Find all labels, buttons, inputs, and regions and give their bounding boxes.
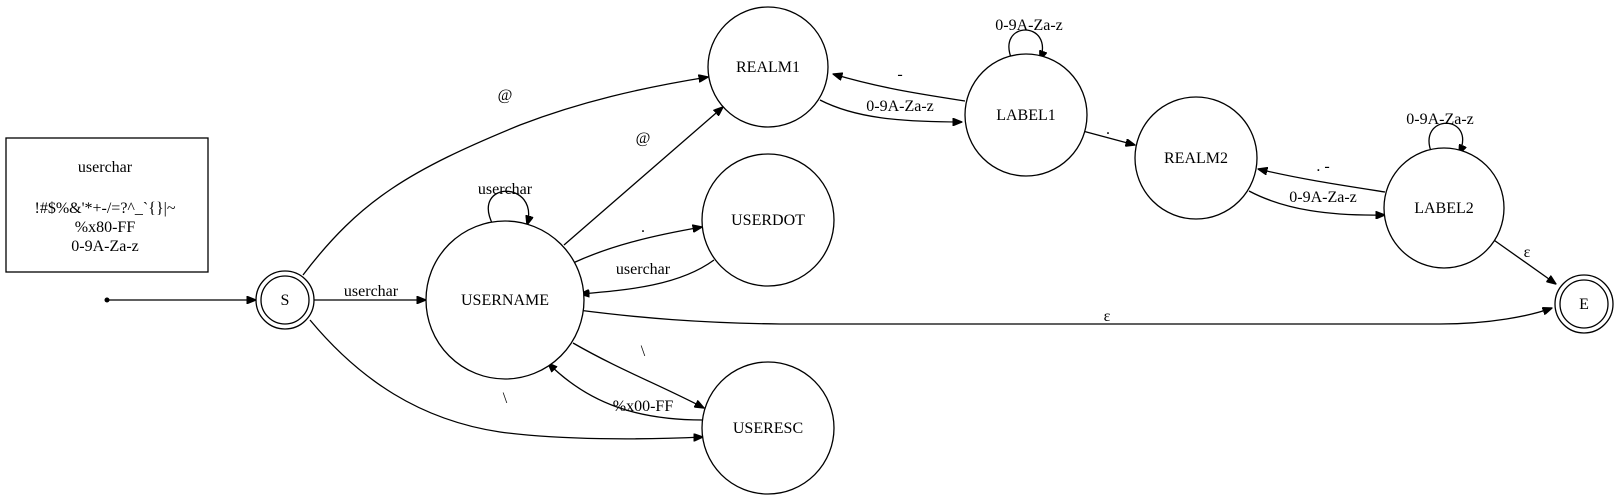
legend-line-3: 0-9A-Za-z <box>71 238 139 255</box>
edge-label-username-to-useresc: \ <box>641 343 646 360</box>
edge-label-s-to-username: userchar <box>344 283 399 300</box>
edge-realm1-to-label1 <box>819 99 962 122</box>
state-realm1-label: REALM1 <box>736 59 800 76</box>
state-e: E <box>1554 274 1614 334</box>
edge-label-label1-to-realm2: . <box>1106 121 1110 138</box>
state-label1: LABEL1 <box>964 53 1088 177</box>
state-useresc: USERESC <box>701 361 835 495</box>
edge-label-username-to-realm1: @ <box>636 130 651 147</box>
edge-label-label2-self-loop: 0-9A-Za-z <box>1406 111 1474 128</box>
edge-username-to-e <box>577 308 1552 325</box>
transitions: userchar @ \ userchar @ . userchar \ %x0… <box>104 17 1557 439</box>
edge-label-userdot-to-username: userchar <box>616 261 671 278</box>
edge-label-s-to-realm1: @ <box>498 87 513 104</box>
edge-useresc-to-username <box>548 363 704 421</box>
edge-label-realm2-to-label2: 0-9A-Za-z <box>1289 189 1357 206</box>
edge-label-s-to-useresc: \ <box>503 390 508 407</box>
edge-userdot-to-username <box>580 259 715 294</box>
edge-label1-to-realm2 <box>1078 129 1135 145</box>
state-useresc-label: USERESC <box>733 420 803 437</box>
edge-label-useresc-to-username: %x00-FF <box>613 398 674 415</box>
edge-label-label2-to-realm2: . - <box>1316 158 1329 175</box>
edge-label-username-self-loop: userchar <box>478 181 533 198</box>
state-label1-label: LABEL1 <box>996 107 1056 124</box>
edge-username-to-realm1 <box>563 107 723 246</box>
edge-username-self-loop <box>487 190 528 225</box>
states: S USERNAME REALM1 USERDOT USERESC LABEL1… <box>255 6 1614 495</box>
edge-s-to-realm1 <box>302 77 708 276</box>
edge-label-realm1-to-label1: 0-9A-Za-z <box>866 98 934 115</box>
edge-label2-to-e <box>1490 237 1556 284</box>
state-e-label: E <box>1579 296 1589 313</box>
state-realm2: REALM2 <box>1134 96 1258 220</box>
edge-label1-to-realm1 <box>833 74 966 102</box>
legend-line-2: %x80-FF <box>75 219 136 236</box>
state-userdot: USERDOT <box>701 153 835 287</box>
state-userdot-label: USERDOT <box>731 212 805 229</box>
edge-label-username-to-e: ε <box>1104 308 1111 325</box>
legend-box <box>5 137 209 273</box>
state-s: S <box>255 270 315 330</box>
edge-s-to-useresc <box>309 319 703 439</box>
edge-label1-self-loop <box>1008 29 1042 60</box>
state-label2: LABEL2 <box>1383 147 1505 269</box>
userchar-legend: userchar !#$%&'*+-/=?^_`{}|~ %x80-FF 0-9… <box>5 137 209 273</box>
edge-label-username-to-userdot: . <box>641 219 645 236</box>
state-realm1: REALM1 <box>707 6 829 128</box>
edge-username-to-userdot <box>572 227 702 264</box>
edge-label-label1-self-loop: 0-9A-Za-z <box>995 17 1063 34</box>
state-label2-label: LABEL2 <box>1414 200 1474 217</box>
state-username-label: USERNAME <box>461 292 549 309</box>
edge-label2-self-loop <box>1428 122 1463 154</box>
state-username: USERNAME <box>425 220 585 380</box>
state-realm2-label: REALM2 <box>1164 150 1228 167</box>
edge-username-to-useresc <box>572 342 704 408</box>
legend-title: userchar <box>78 159 133 176</box>
legend-line-1: !#$%&'*+-/=?^_`{}|~ <box>35 200 176 217</box>
state-s-label: S <box>281 292 290 309</box>
edge-label-label2-to-e: ε <box>1524 244 1531 261</box>
edge-label-label1-to-realm1: - <box>897 66 902 83</box>
edge-label2-to-realm2 <box>1258 169 1386 193</box>
edge-realm2-to-label2 <box>1248 190 1385 215</box>
